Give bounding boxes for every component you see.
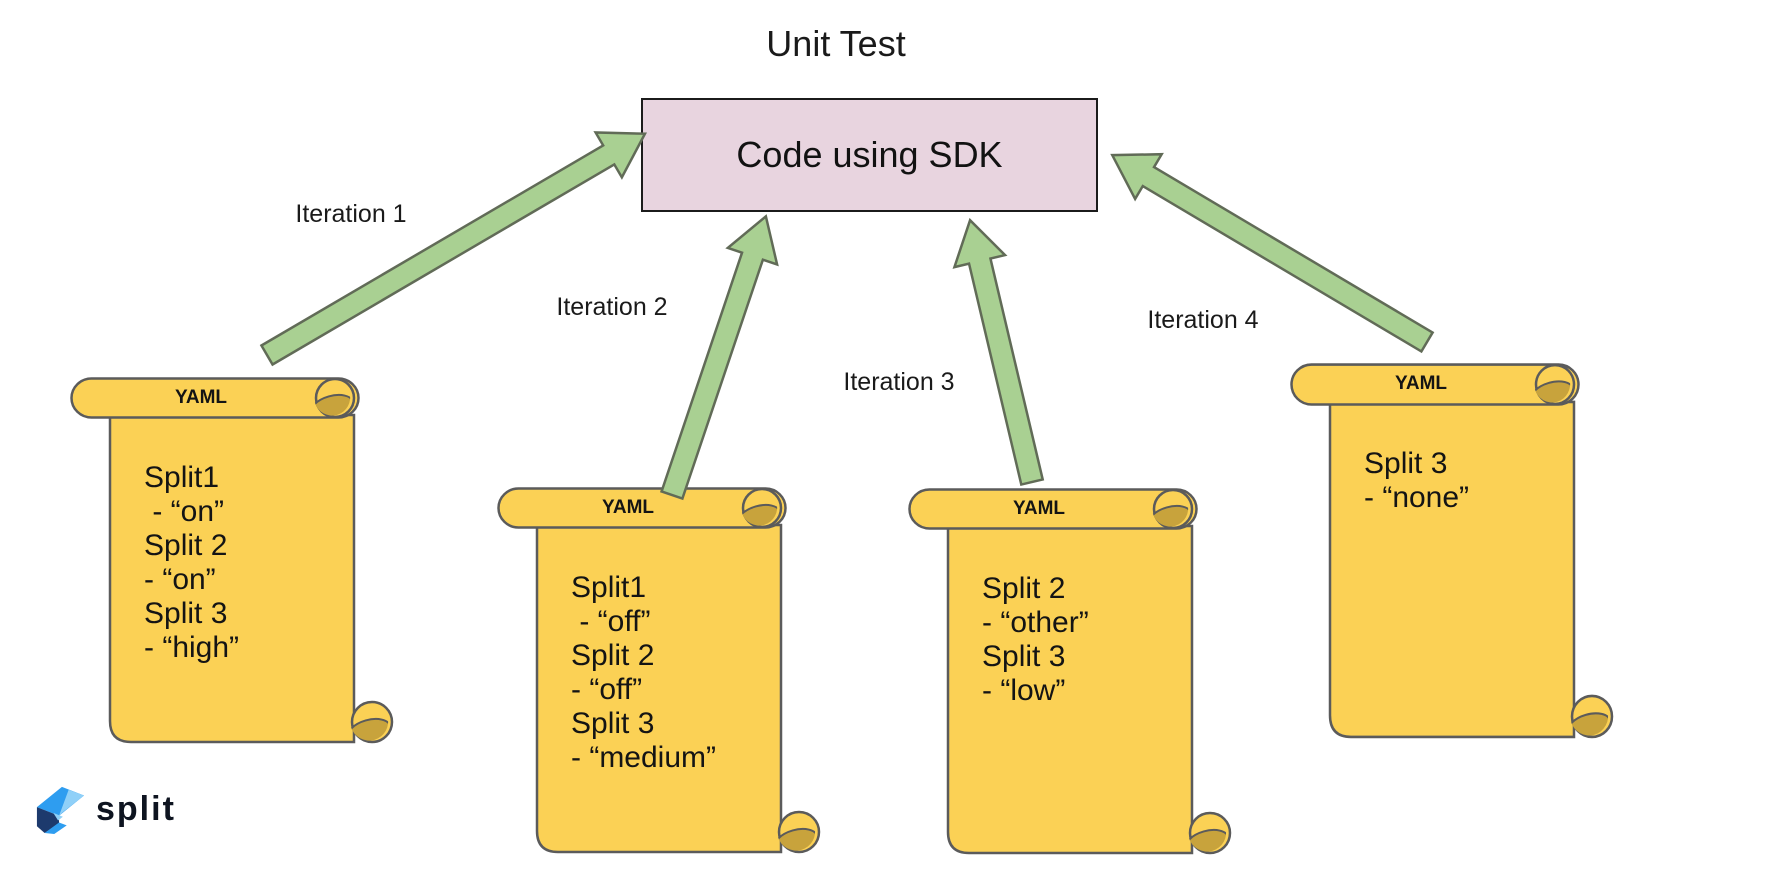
arrow-iteration-2	[659, 214, 779, 501]
yaml-line: - “off”	[571, 605, 651, 638]
yaml-line: - “off”	[571, 673, 643, 706]
yaml-scroll-iteration-4: YAML Split 3 - “none”	[1290, 363, 1620, 741]
code-using-sdk-label: Code using SDK	[736, 134, 1003, 175]
split-logo-icon	[36, 786, 85, 834]
yaml-line: - “none”	[1364, 481, 1470, 514]
yaml-content: Split 3 - “none”	[1364, 447, 1469, 515]
iteration-4-label: Iteration 4	[1147, 306, 1259, 334]
yaml-header-label: YAML	[1012, 498, 1066, 519]
yaml-line: Split 3	[982, 640, 1066, 673]
arrow-iteration-1	[259, 131, 648, 367]
split-logo-text: split	[96, 790, 176, 828]
page-title: Unit Test	[766, 23, 906, 64]
yaml-content: Split1 - “on” Split 2 - “on” Split 3 - “…	[144, 461, 239, 665]
yaml-header-label: YAML	[174, 387, 228, 408]
yaml-line: Split 2	[982, 572, 1066, 605]
yaml-line: - “other”	[982, 606, 1089, 639]
yaml-line: - “on”	[144, 563, 216, 596]
split-logo: split	[33, 784, 176, 834]
code-using-sdk-box: Code using SDK	[641, 98, 1098, 212]
yaml-line: - “medium”	[571, 741, 717, 774]
yaml-scroll-iteration-3: YAML Split 2 - “other” Split 3 - “low”	[908, 488, 1238, 857]
scroll-shape-icon	[1290, 363, 1614, 741]
yaml-line: - “on”	[144, 495, 225, 528]
yaml-line: - “high”	[144, 631, 240, 664]
arrow-iteration-3	[952, 217, 1045, 487]
scroll-shape-icon	[70, 377, 394, 746]
yaml-line: Split 3	[144, 597, 228, 630]
yaml-scroll-iteration-2: YAML Split1 - “off” Split 2 - “off” Spli…	[497, 487, 827, 856]
yaml-line: Split1	[144, 461, 220, 494]
yaml-header-label: YAML	[601, 497, 655, 518]
yaml-line: Split 3	[1364, 447, 1448, 480]
iteration-3-label: Iteration 3	[843, 368, 955, 396]
scroll-shape-icon	[497, 487, 821, 856]
yaml-content: Split1 - “off” Split 2 - “off” Split 3 -…	[571, 571, 716, 775]
yaml-line: Split 3	[571, 707, 655, 740]
iteration-2-label: Iteration 2	[556, 293, 668, 321]
yaml-content: Split 2 - “other” Split 3 - “low”	[982, 572, 1089, 708]
yaml-line: Split 2	[571, 639, 655, 672]
yaml-line: Split1	[571, 571, 647, 604]
yaml-line: - “low”	[982, 674, 1066, 707]
iteration-1-label: Iteration 1	[295, 200, 407, 228]
scroll-shape-icon	[908, 488, 1232, 857]
yaml-line: Split 2	[144, 529, 228, 562]
yaml-header-label: YAML	[1394, 373, 1448, 394]
yaml-scroll-iteration-1: YAML Split1 - “on” Split 2 - “on” Split …	[70, 377, 400, 746]
